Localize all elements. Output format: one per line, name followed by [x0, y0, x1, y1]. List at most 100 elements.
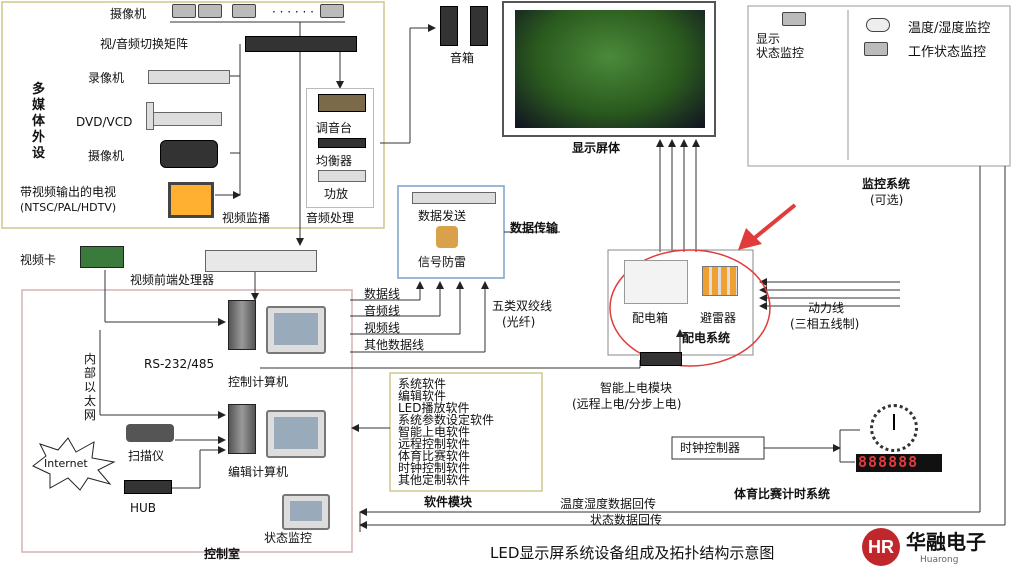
camera2-label: 摄像机: [88, 149, 125, 163]
arrester-label: 避雷器: [700, 311, 737, 325]
edit-pc-label: 编辑计算机: [228, 465, 289, 479]
mixer-label: 调音台: [316, 121, 353, 135]
equalizer-icon: [318, 138, 366, 148]
camera-label: 摄像机: [110, 7, 147, 21]
edit-pc-tower-icon: [228, 404, 256, 454]
multimedia-label: 多媒体外设: [32, 82, 46, 161]
analog-clock-icon: [870, 404, 918, 452]
sports-timing-label: 体育比赛计时系统: [734, 487, 831, 501]
dvd-label: DVD/VCD: [76, 115, 133, 129]
software-item: 远程控制软件: [398, 437, 471, 451]
dvd-speaker-icon: [146, 102, 154, 130]
camera-ellipsis: · · · · · ·: [272, 5, 314, 19]
display-label: 显示屏体: [572, 141, 621, 155]
video-processor-icon: [205, 250, 317, 272]
video-processor-label: 视频前端处理器: [130, 273, 215, 287]
display-screen-image: [515, 10, 705, 128]
camera-icon-2: [198, 4, 222, 18]
rs232-label: RS-232/485: [144, 357, 215, 371]
software-item: 系统软件: [398, 377, 447, 391]
lightning-protector-icon: [436, 226, 458, 248]
equalizer-label: 均衡器: [316, 154, 353, 168]
recorder-icon: [148, 70, 230, 84]
power-line-sub: (三相五线制): [790, 317, 860, 331]
power-line-label: 动力线: [808, 301, 845, 315]
clock-controller-label: 时钟控制器: [680, 441, 741, 455]
hub-icon: [124, 480, 172, 494]
amplifier-label: 功放: [324, 187, 349, 201]
mixer-icon: [318, 94, 366, 112]
audio-processing-label: 音频处理: [306, 211, 355, 225]
internet-cloud-icon: [32, 437, 116, 491]
dvd-icon: [150, 112, 222, 126]
control-pc-label: 控制计算机: [228, 375, 289, 389]
software-item: LED播放软件: [398, 401, 470, 415]
smart-power-title: 智能上电模块: [600, 381, 673, 395]
camera-icon-3: [232, 4, 256, 18]
cable-data-label: 数据线: [364, 287, 401, 301]
data-sender-icon: [412, 192, 496, 204]
software-item: 其他定制软件: [398, 473, 471, 487]
amplifier-icon: [318, 170, 366, 182]
camcorder-icon: [160, 140, 218, 168]
cable-cat5-label: 五类双绞线: [492, 299, 553, 313]
smart-power-module-icon: [640, 352, 682, 366]
work-status-camera-icon: [864, 42, 888, 56]
speaker-icon-left: [440, 6, 458, 46]
digital-clock-display: [856, 454, 942, 472]
tv-label-1: 带视频输出的电视: [20, 185, 117, 199]
software-item: 系统参数设定软件: [398, 413, 495, 427]
camera-icon-1: [172, 4, 196, 18]
surge-arrester-icon: [702, 266, 738, 296]
return-status-label: 状态数据回传: [590, 513, 663, 527]
tv-label-2: (NTSC/PAL/HDTV): [20, 201, 117, 214]
software-item: 时钟控制软件: [398, 461, 471, 475]
brand-logo-text: HR: [868, 537, 894, 557]
internet-label: Internet: [44, 457, 88, 470]
data-transfer-title: 数据传输: [510, 221, 559, 235]
diagram-caption: LED显示屏系统设备组成及拓扑结构示意图: [490, 544, 775, 562]
temp-humidity-label: 温度/湿度监控: [908, 21, 991, 36]
video-monitor-label: 视频监播: [222, 211, 271, 225]
video-card-icon: [80, 246, 124, 268]
display-status-text: 显示 状态监控: [756, 32, 805, 60]
power-distribution-box-icon: [624, 260, 688, 304]
smart-power-subtitle: (远程上电/分步上电): [572, 397, 682, 411]
data-send-label: 数据发送: [418, 209, 467, 223]
hub-label: HUB: [130, 501, 157, 515]
brand-name: 华融电子: [906, 530, 986, 554]
cable-fiber-label: (光纤): [502, 315, 536, 329]
cable-audio-label: 音频线: [364, 304, 401, 318]
cable-other-label: 其他数据线: [364, 338, 425, 352]
cable-video-label: 视频线: [364, 321, 401, 335]
display-status-label: 显示 状态监控: [756, 32, 804, 60]
brand-pinyin: Huarong: [920, 555, 959, 565]
tv-icon: [168, 182, 214, 218]
digital-clock-digits: 888888: [858, 453, 919, 471]
brand-logo-icon: HR: [862, 528, 900, 566]
ethernet-label: 内部以太网: [84, 352, 98, 422]
power-box-label: 配电箱: [632, 311, 669, 325]
video-card-label: 视频卡: [20, 253, 57, 267]
scanner-icon: [126, 424, 174, 442]
control-pc-monitor-icon: [266, 306, 326, 354]
software-item: 编辑软件: [398, 389, 447, 403]
control-room-label: 控制室: [204, 547, 241, 561]
edit-pc-monitor-icon: [266, 410, 326, 458]
scanner-label: 扫描仪: [128, 449, 165, 463]
temp-sensor-icon: [866, 18, 890, 32]
work-status-label: 工作状态监控: [908, 45, 987, 60]
return-temp-label: 温度湿度数据回传: [560, 497, 657, 511]
recorder-label: 录像机: [88, 71, 125, 85]
control-pc-tower-icon: [228, 300, 256, 350]
status-monitor-label: 状态监控: [264, 531, 313, 545]
display-status-camera-icon: [782, 12, 806, 26]
ethernet-text: 内部以太网: [84, 352, 97, 422]
power-title: 配电系统: [682, 331, 731, 345]
monitoring-title: 监控系统: [862, 177, 911, 191]
camera-icon-4: [320, 4, 344, 18]
monitoring-subtitle: (可选): [870, 193, 904, 207]
